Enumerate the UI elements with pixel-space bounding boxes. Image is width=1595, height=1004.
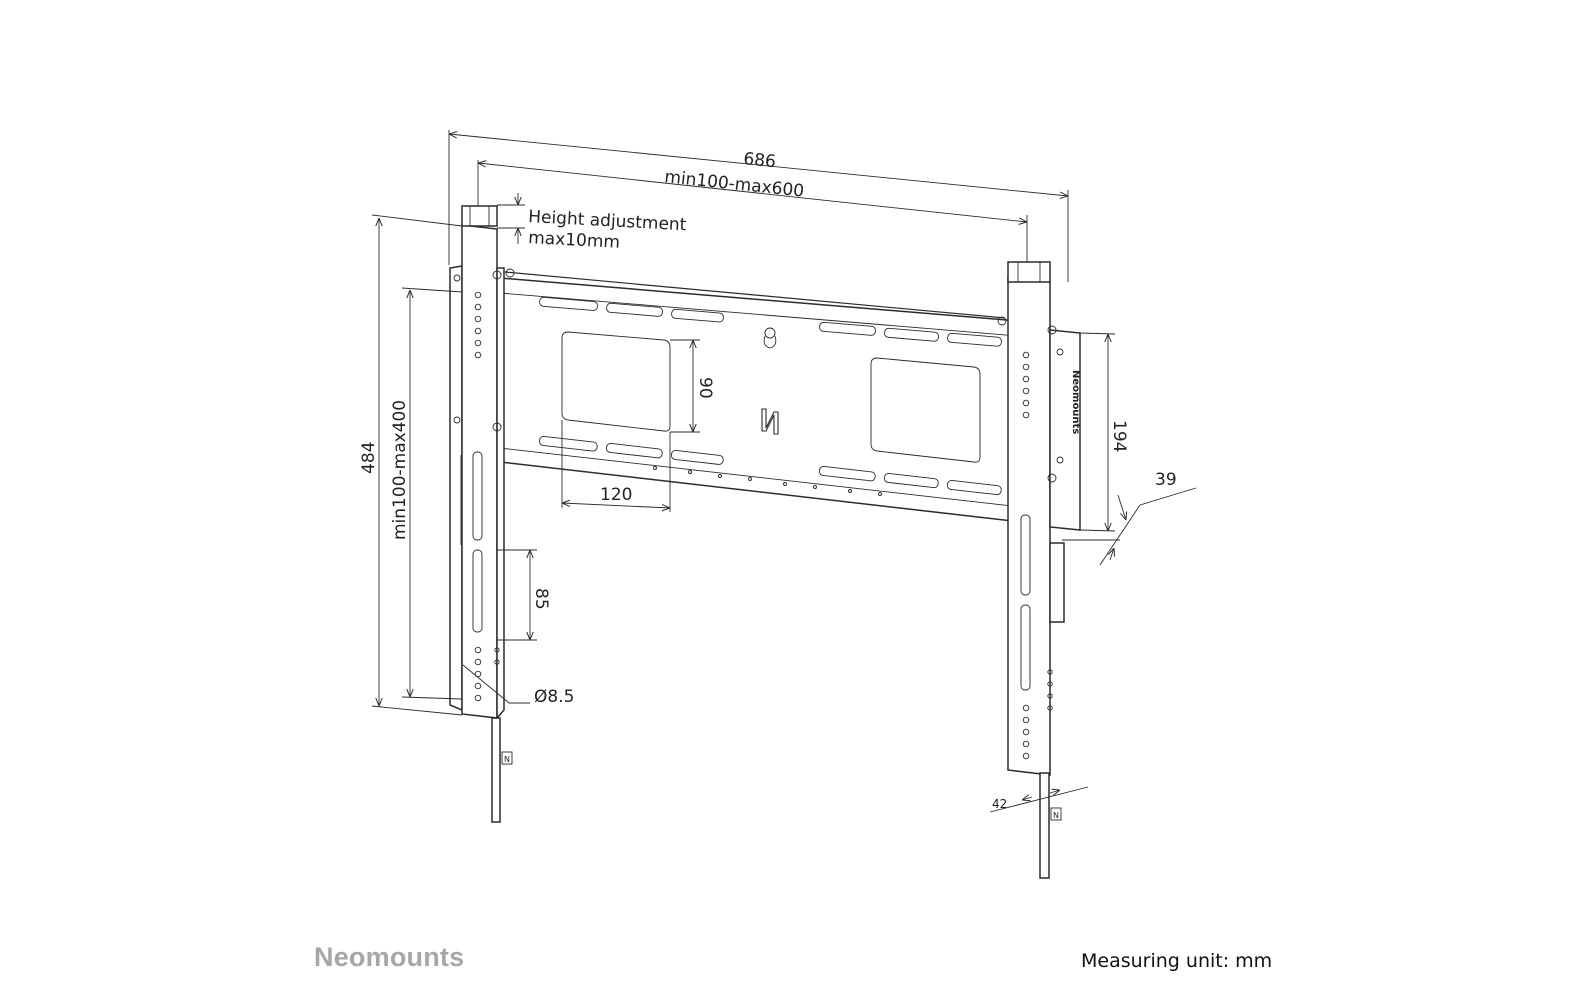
left-arm: N xyxy=(449,205,513,823)
height-adjustment-value: max10mm xyxy=(528,228,621,253)
dim-hole-diameter-label: Ø8.5 xyxy=(534,687,574,707)
dimension-42: 42 xyxy=(989,786,1089,813)
dimension-hole-diameter: Ø8.5 xyxy=(462,664,574,707)
dim-85-label: 85 xyxy=(531,588,551,610)
dim-vesa-vertical-label: min100-max400 xyxy=(390,400,410,540)
svg-text:N: N xyxy=(1053,811,1059,820)
right-arm-holes-upper xyxy=(1022,351,1030,419)
dimension-vesa-vertical: min100-max400 xyxy=(390,287,463,700)
dimension-484: 484 xyxy=(359,214,463,716)
dim-90-label: 90 xyxy=(695,377,715,399)
plate-opening-right xyxy=(870,357,981,463)
measuring-unit-note: Measuring unit: mm xyxy=(1081,950,1273,972)
plate-opening-left xyxy=(561,331,671,432)
right-arm-holes-lower xyxy=(1022,669,1053,760)
plate-logo-label: Neomounts xyxy=(1070,370,1081,434)
dim-vesa-horizontal-label: min100-max600 xyxy=(663,167,804,202)
upper-slot-row xyxy=(539,296,1002,347)
right-arm: Neomounts N xyxy=(1007,261,1081,879)
dimension-39: 39 xyxy=(1062,470,1197,566)
wall-plate xyxy=(499,268,1031,524)
dim-42-label: 42 xyxy=(992,797,1007,811)
keyhole-icon xyxy=(763,327,777,349)
brand-logo: Neomounts xyxy=(314,942,465,972)
dim-194-label: 194 xyxy=(1109,420,1129,452)
dimension-90: 90 xyxy=(670,339,715,433)
dim-686-label: 686 xyxy=(743,149,777,172)
dim-484-label: 484 xyxy=(359,442,379,474)
dimension-686: 686 xyxy=(448,130,1069,282)
dimension-85: 85 xyxy=(497,549,551,641)
dimension-120: 120 xyxy=(561,420,671,512)
dim-120-label: 120 xyxy=(600,485,632,505)
dimension-height-adjustment: Height adjustment max10mm xyxy=(497,193,687,253)
lower-slot-row xyxy=(538,435,1002,496)
plate-bottom-dots xyxy=(653,466,882,496)
dimension-194: 194 xyxy=(1079,332,1129,532)
neomounts-n-logo-icon xyxy=(761,408,779,435)
dim-39-label: 39 xyxy=(1155,470,1177,490)
left-arm-holes-lower xyxy=(474,646,500,702)
left-arm-holes-upper xyxy=(474,291,482,359)
svg-text:N: N xyxy=(504,755,510,764)
